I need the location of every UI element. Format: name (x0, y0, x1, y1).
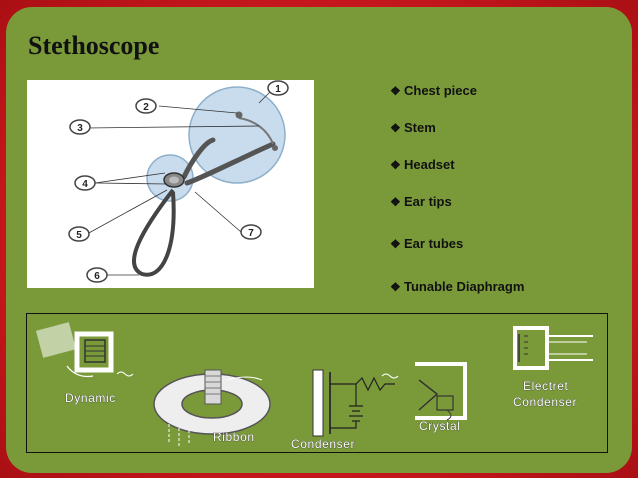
ear-tube-left (181, 137, 216, 180)
dynamic-label: Dynamic (65, 391, 116, 405)
ear-tube-right (184, 141, 276, 186)
callout-2: 2 (135, 98, 157, 114)
ribbon-label: Ribbon (213, 430, 255, 444)
list-item: ❖Tunable Diaphragm (390, 279, 524, 294)
dynamic-microphone-icon (35, 322, 134, 378)
callout-1: 1 (267, 80, 289, 96)
diamond-bullet-icon: ❖ (390, 195, 401, 209)
list-item: ❖Ear tips (390, 194, 452, 209)
callout-5-label: 5 (76, 230, 82, 241)
stethoscope-diagram: 1 2 3 4 5 6 7 (27, 80, 314, 288)
callout-6-label: 6 (94, 271, 100, 282)
list-item-label: Headset (404, 157, 455, 172)
list-item-label: Chest piece (404, 83, 477, 98)
callout-6: 6 (86, 267, 108, 283)
diamond-bullet-icon: ❖ (390, 237, 401, 251)
list-item: ❖Stem (390, 120, 436, 135)
electret-condenser-label: Condenser (513, 395, 577, 409)
callout-7: 7 (240, 224, 262, 240)
crystal-microphone-icon (415, 362, 467, 421)
diamond-bullet-icon: ❖ (390, 158, 401, 172)
diamond-bullet-icon: ❖ (390, 84, 401, 98)
list-item-label: Ear tips (404, 194, 452, 209)
list-item: ❖Chest piece (390, 83, 477, 98)
callout-4-label: 4 (82, 179, 88, 190)
diamond-bullet-icon: ❖ (390, 121, 401, 135)
electret-label: Electret (523, 379, 569, 393)
callout-2-label: 2 (143, 102, 149, 113)
list-item: ❖Ear tubes (390, 236, 463, 251)
callout-4: 4 (74, 175, 96, 191)
list-item-label: Stem (404, 120, 436, 135)
slide-title: Stethoscope (28, 31, 160, 60)
callout-7-label: 7 (248, 228, 254, 239)
microphone-types-diagram: Dynamic Ribbon (26, 313, 608, 453)
crystal-label: Crystal (419, 419, 461, 433)
slide: Stethoscope (6, 7, 632, 473)
ear-tip-upper (235, 111, 243, 119)
list-item-label: Tunable Diaphragm (404, 279, 525, 294)
callout-5: 5 (68, 226, 90, 242)
ribbon-microphone-icon (153, 369, 271, 446)
main-tube (131, 188, 176, 277)
magnifier-circle-large (188, 86, 286, 184)
list-item-label: Ear tubes (404, 236, 464, 251)
condenser-label: Condenser (291, 437, 355, 451)
callout-3: 3 (69, 119, 91, 135)
electret-condenser-microphone-icon (513, 326, 593, 370)
condenser-microphone-icon (312, 369, 399, 437)
list-item: ❖Headset (390, 157, 455, 172)
diamond-bullet-icon: ❖ (390, 280, 401, 294)
ear-tip-side (272, 145, 278, 151)
callout-1-label: 1 (275, 84, 281, 95)
callout-3-label: 3 (77, 123, 83, 134)
